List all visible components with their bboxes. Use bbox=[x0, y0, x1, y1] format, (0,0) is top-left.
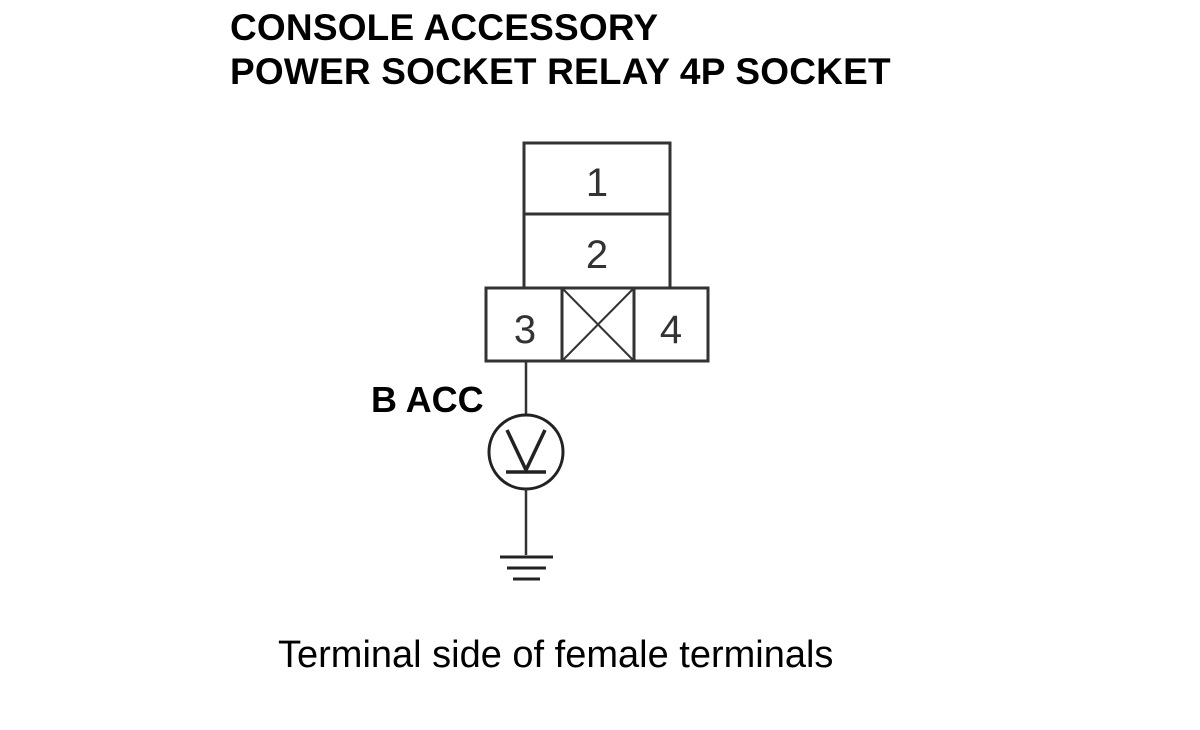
diagram-title: CONSOLE ACCESSORY POWER SOCKET RELAY 4P … bbox=[230, 6, 891, 94]
terminal-2-label: 2 bbox=[586, 233, 608, 277]
unused-cavity-cross-b bbox=[561, 287, 635, 362]
terminal-4-label: 4 bbox=[660, 308, 682, 352]
meter-label: B ACC bbox=[371, 379, 484, 420]
voltmeter-icon bbox=[487, 413, 565, 491]
voltmeter-v-symbol bbox=[505, 429, 547, 475]
cavity-4-box bbox=[632, 286, 710, 363]
relay-socket bbox=[484, 141, 710, 363]
title-line-1: CONSOLE ACCESSORY bbox=[230, 7, 659, 48]
terminal-1-label: 1 bbox=[586, 161, 608, 205]
ground-icon bbox=[500, 555, 553, 581]
voltmeter-circle bbox=[487, 413, 565, 491]
diagram-caption: Terminal side of female terminals bbox=[278, 634, 834, 676]
title-line-2: POWER SOCKET RELAY 4P SOCKET bbox=[230, 51, 891, 92]
terminal-3-label: 3 bbox=[514, 308, 536, 352]
